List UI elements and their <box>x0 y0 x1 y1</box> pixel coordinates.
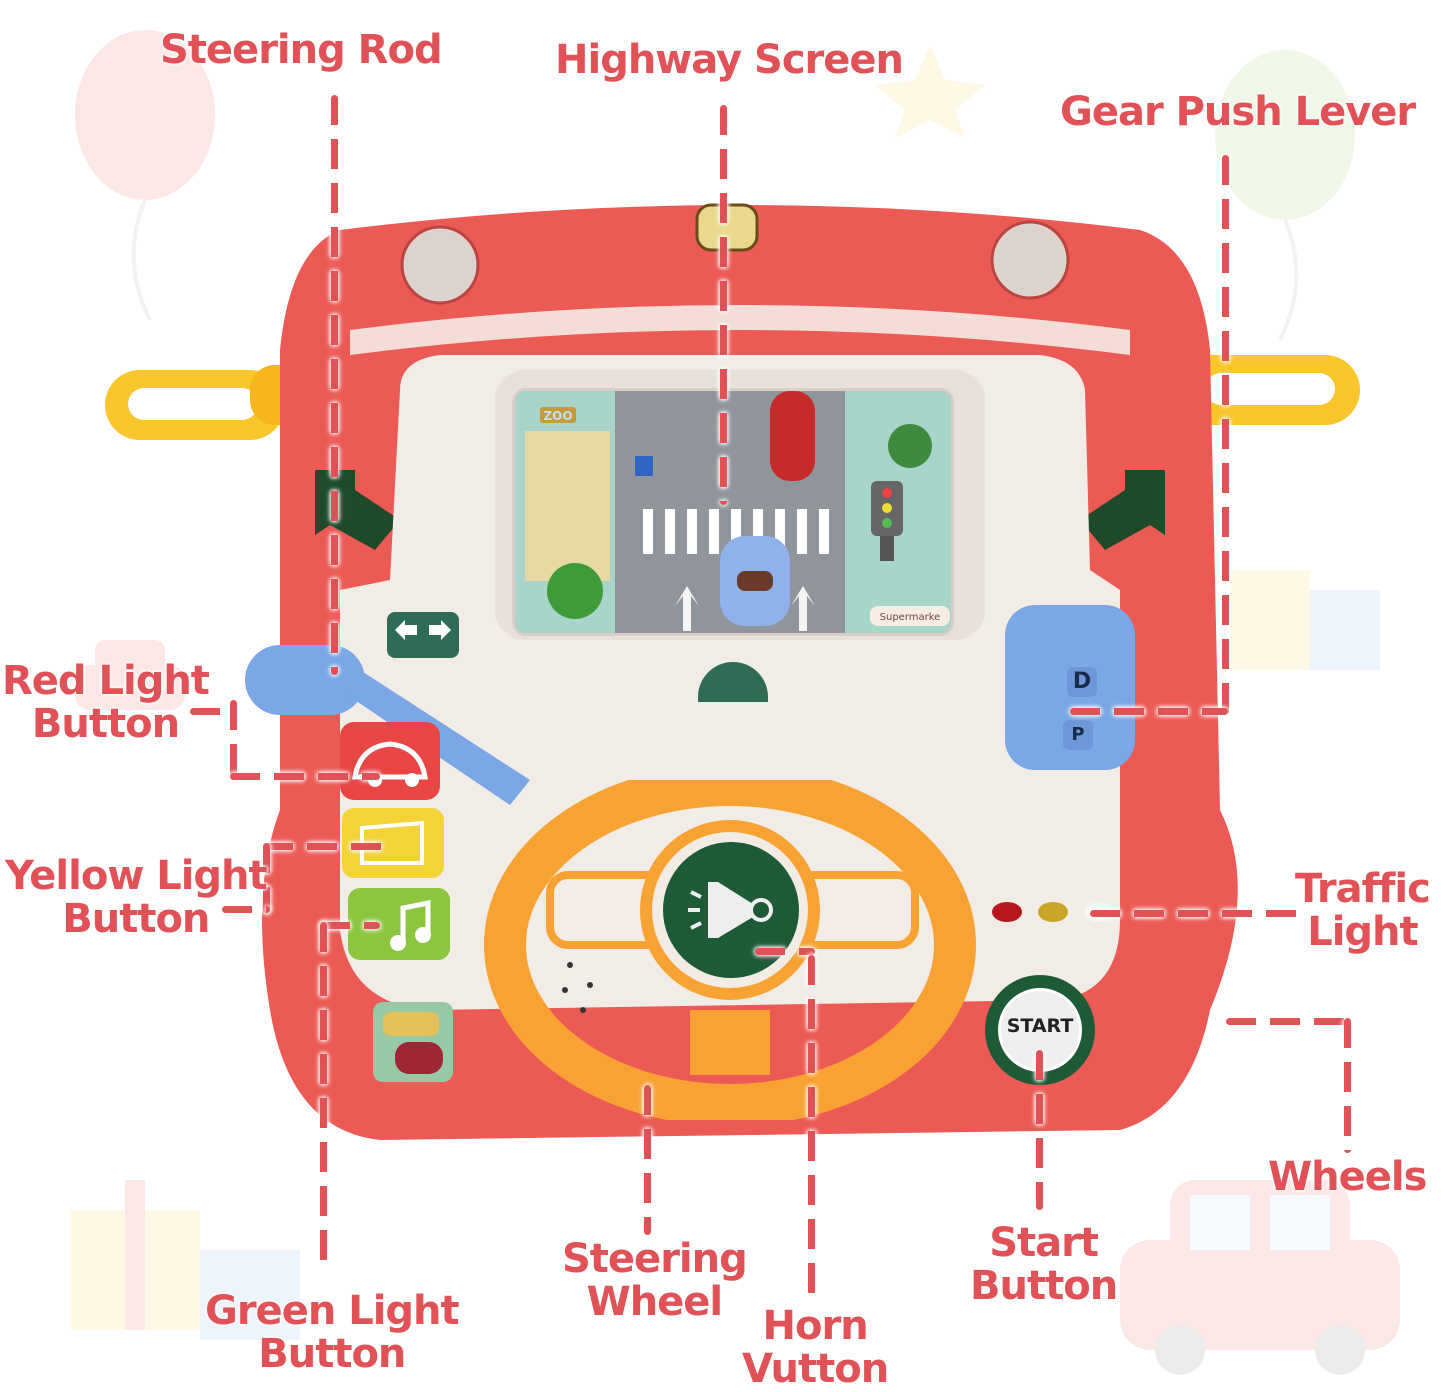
music-note-icon <box>390 899 431 951</box>
gear-d-label: D <box>1067 667 1097 697</box>
traffic-light-yellow <box>1038 902 1068 922</box>
wheels-leader-h <box>1226 1018 1351 1025</box>
horn-leader-h <box>755 948 815 955</box>
start-button[interactable]: START <box>985 975 1095 1085</box>
red-light-leader-h2 <box>230 773 380 780</box>
steering-rod-leader <box>331 95 338 675</box>
label-horn-button: Horn Vutton <box>742 1303 889 1392</box>
label-steering-wheel: Steering Wheel <box>562 1236 748 1325</box>
label-red-light-line1: Red Light <box>2 658 210 704</box>
label-yellow-light-line2: Button <box>62 896 210 942</box>
yellow-light-leader-h1 <box>263 843 393 850</box>
highway-screen[interactable]: ZOO Supermarke <box>512 388 954 636</box>
red-light-leader-h1 <box>190 708 235 715</box>
label-steering-rod: Steering Rod <box>160 27 443 73</box>
horn-icon <box>688 882 773 938</box>
traffic-light-red <box>992 902 1022 922</box>
label-horn-line1: Horn <box>762 1303 869 1349</box>
label-start-button: Start Button <box>970 1220 1118 1309</box>
label-traffic-line2: Light <box>1307 909 1418 955</box>
car-icon <box>352 741 428 787</box>
background-car-decoration <box>1110 1160 1410 1380</box>
label-green-light-line2: Button <box>258 1331 406 1377</box>
background-balloon-decoration-right <box>1200 40 1370 340</box>
green-light-leader-h <box>320 922 380 929</box>
traffic-light-leader <box>1090 910 1300 917</box>
background-gift-decoration <box>50 1150 300 1350</box>
horn-leader-v <box>808 955 815 1295</box>
label-yellow-light-line1: Yellow Light <box>5 853 268 899</box>
wheels-leader-v <box>1344 1018 1351 1153</box>
background-car-decoration-left <box>70 630 190 720</box>
background-gift-decoration-right <box>1220 530 1390 680</box>
label-wheels: Wheels <box>1268 1154 1427 1200</box>
background-balloon-decoration <box>60 20 230 320</box>
green-light-leader-v <box>320 922 327 1262</box>
label-highway-screen: Highway Screen <box>555 37 904 83</box>
small-indicator-buttons[interactable] <box>373 1002 453 1082</box>
label-red-light-line2: Button <box>31 701 180 747</box>
red-light-button[interactable] <box>340 722 440 800</box>
red-light-leader-v <box>230 700 237 780</box>
steering-wheel-leader <box>644 1085 651 1235</box>
label-gear-push-lever: Gear Push Lever <box>1060 89 1416 135</box>
label-red-light-button: Red Light Button <box>2 658 210 747</box>
start-button-leader <box>1036 1050 1043 1210</box>
label-green-light-line1: Green Light <box>205 1288 460 1334</box>
yellow-light-leader-v <box>263 843 270 913</box>
label-traffic-line1: Traffic <box>1295 866 1431 912</box>
label-horn-line2: Vutton <box>742 1346 889 1392</box>
map-icon <box>360 820 424 865</box>
yellow-small-button[interactable] <box>383 1012 439 1036</box>
supermarket-sign-text: Supermarke <box>880 612 941 623</box>
label-start-line2: Button <box>970 1263 1118 1309</box>
turn-signal-indicator <box>387 612 459 658</box>
gear-lever-leader-v <box>1222 155 1229 715</box>
gear-p-label: P <box>1063 720 1093 750</box>
yellow-light-leader-h2 <box>222 906 270 913</box>
label-start-line1: Start <box>989 1220 1099 1266</box>
label-traffic-light: Traffic Light <box>1295 866 1431 955</box>
dark-red-small-button[interactable] <box>395 1042 443 1074</box>
start-button-text: START <box>1006 1015 1074 1037</box>
gear-push-lever[interactable]: D P <box>1005 605 1135 770</box>
highway-screen-leader <box>720 105 727 505</box>
label-steering-wheel-line1: Steering <box>562 1236 748 1282</box>
label-yellow-light-button: Yellow Light Button <box>5 853 268 942</box>
horn-button[interactable] <box>663 842 799 978</box>
label-steering-wheel-line2: Wheel <box>586 1279 724 1325</box>
zoo-sign-text: ZOO <box>543 409 572 423</box>
gear-lever-leader-h <box>1070 708 1228 715</box>
background-star-decoration <box>870 40 990 140</box>
label-green-light-button: Green Light Button <box>205 1288 460 1377</box>
